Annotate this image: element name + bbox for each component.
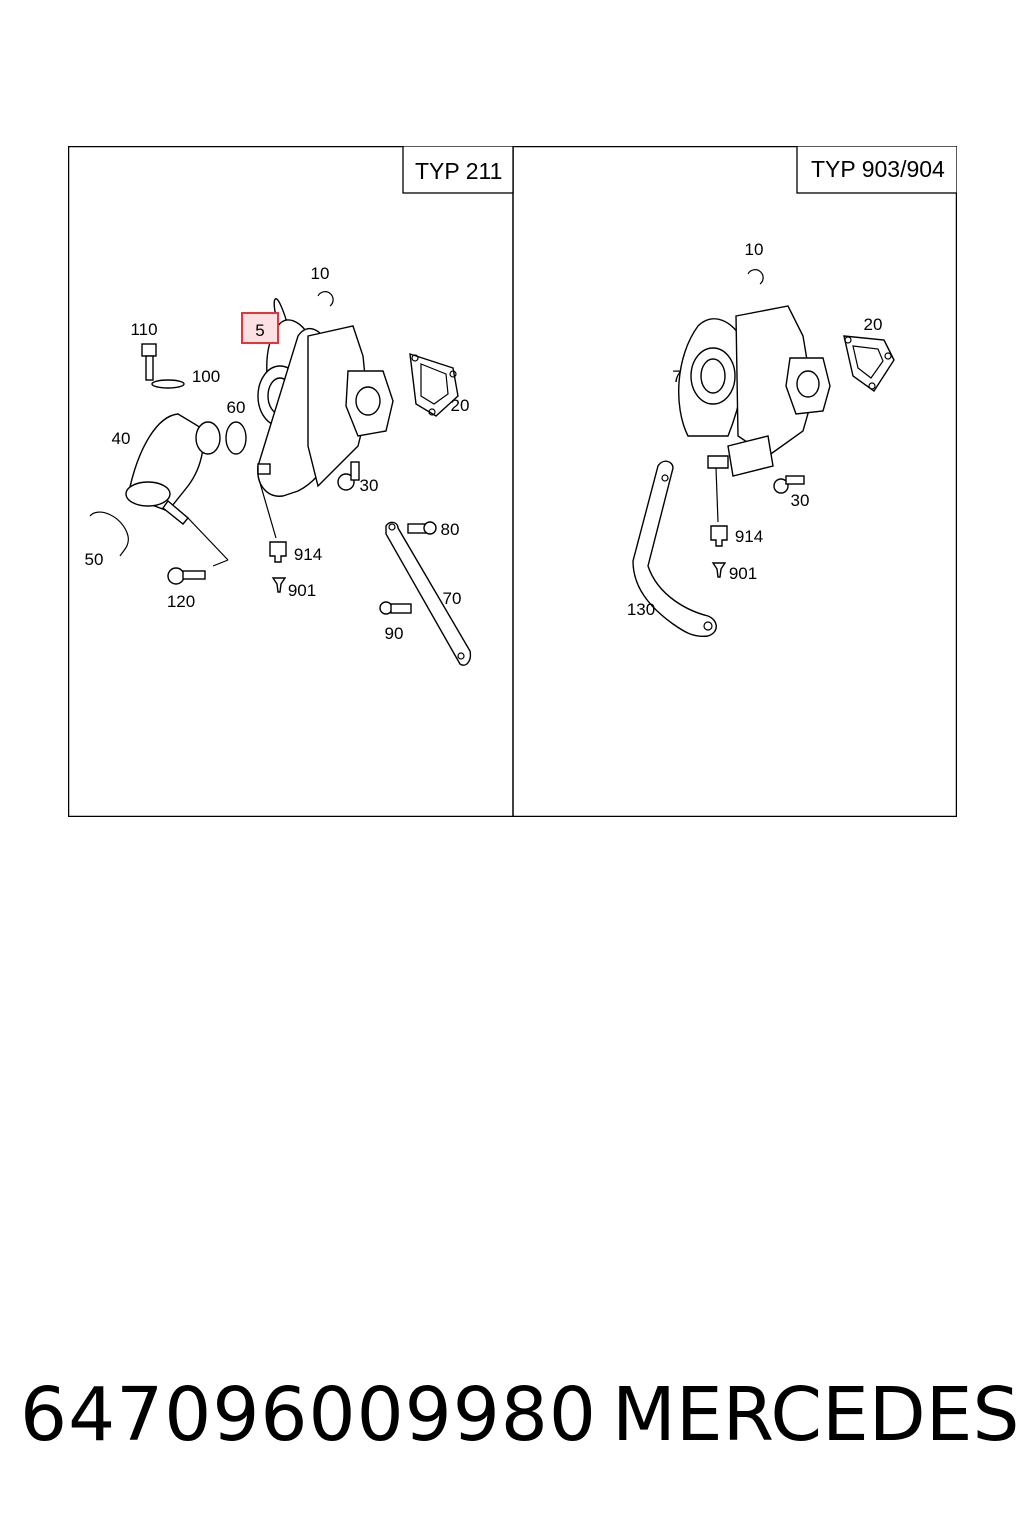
gasket-20 (409, 352, 459, 417)
callout-60: 60 (227, 398, 246, 417)
screw-901 (271, 577, 287, 593)
elbow-pipe-40 (125, 413, 221, 525)
callout-5[interactable]: 5 (255, 321, 264, 340)
callout-30-right: 30 (791, 491, 810, 510)
panel-right-title: TYP 903/904 (811, 156, 945, 182)
callout-914-right: 914 (735, 527, 763, 546)
callout-20: 20 (451, 396, 470, 415)
bolt-80 (407, 521, 437, 535)
bolt-30-right (773, 475, 805, 494)
callout-100: 100 (192, 367, 220, 386)
callout-10-right: 10 (745, 240, 764, 259)
bolt-90 (379, 601, 412, 615)
bolt-110 (141, 343, 185, 389)
panel-left-title-box (402, 146, 514, 194)
callout-914: 914 (294, 545, 322, 564)
panel-left-title: TYP 211 (415, 158, 502, 184)
callout-10: 10 (311, 264, 330, 283)
panel-right-title-box (796, 146, 957, 194)
bracket-70 (385, 521, 472, 666)
callout-90: 90 (385, 624, 404, 643)
o-ring-60 (225, 421, 247, 455)
callout-50: 50 (85, 550, 104, 569)
panel-right: TYP 903/904 (627, 146, 957, 638)
callout-70: 70 (443, 589, 462, 608)
diagram-frame: TYP 211 (68, 146, 957, 817)
circlip-10 (317, 291, 334, 307)
callout-20-right: 20 (864, 315, 883, 334)
callout-120: 120 (167, 592, 195, 611)
callout-901: 901 (288, 581, 316, 600)
callout-130: 130 (627, 600, 655, 619)
callout-901-right: 901 (729, 564, 757, 583)
turbocharger-drawing-right (678, 305, 831, 477)
turbocharger-drawing (257, 298, 394, 497)
brand-name: MERCEDES (612, 1372, 1020, 1458)
callout-30: 30 (360, 476, 379, 495)
part-number: 647096009980 (20, 1372, 597, 1458)
bolt-30 (337, 461, 360, 491)
screw-901-right (711, 562, 727, 578)
callout-80: 80 (441, 520, 460, 539)
bracket-130 (632, 460, 717, 638)
circlip-10-right (747, 269, 764, 285)
plug-914-right (710, 467, 728, 547)
plug-914 (257, 475, 287, 563)
callout-40: 40 (112, 429, 131, 448)
callout-5-highlight[interactable] (241, 312, 279, 344)
panel-left: TYP 211 (85, 146, 514, 666)
footer: 647096009980 MERCEDES (0, 1372, 1024, 1472)
bolt-120 (167, 517, 229, 585)
parts-diagram-svg: TYP 211 (68, 146, 957, 817)
callout-110: 110 (130, 320, 157, 339)
callout-7: 7 (672, 367, 681, 386)
gasket-20-right (843, 335, 895, 392)
clamp-50 (89, 511, 129, 557)
